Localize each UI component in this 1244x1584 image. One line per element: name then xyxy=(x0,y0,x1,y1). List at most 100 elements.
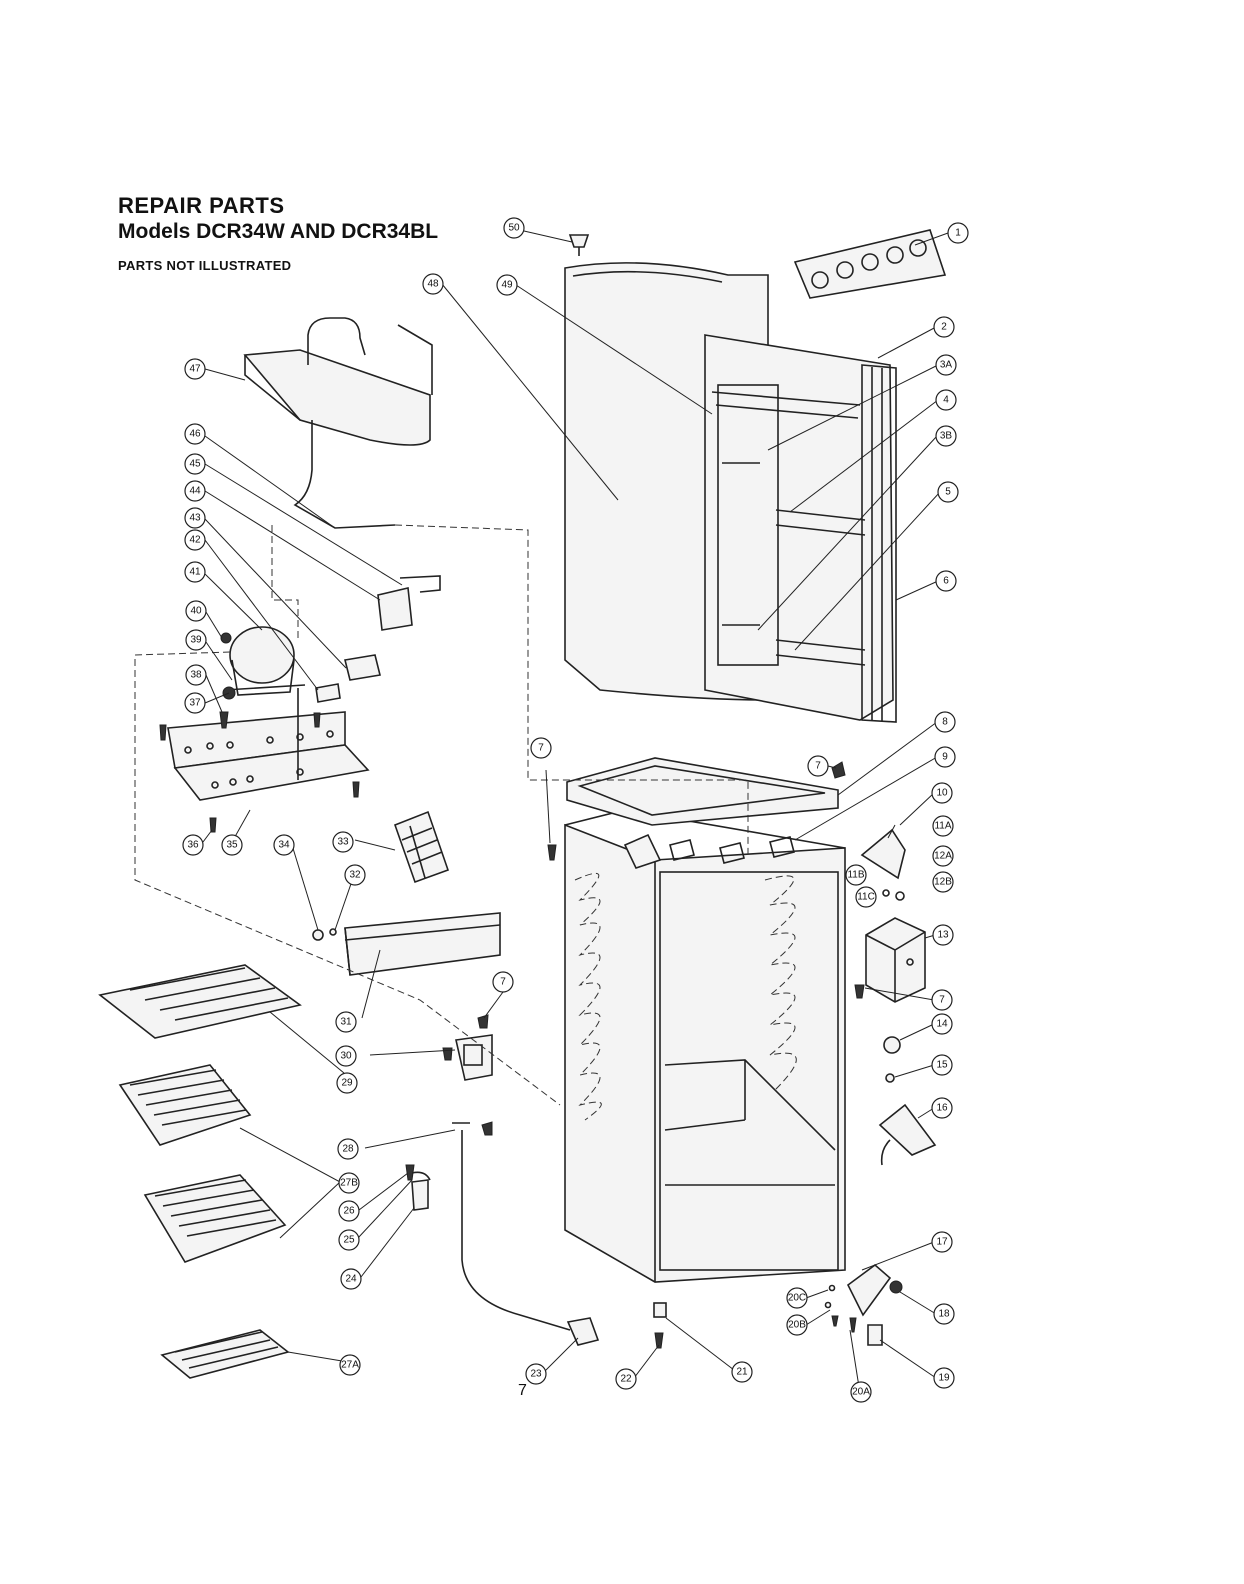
svg-text:21: 21 xyxy=(736,1367,748,1378)
drain-bracket xyxy=(455,1034,493,1081)
svg-text:18: 18 xyxy=(938,1309,950,1320)
callout-11a: 11A xyxy=(932,815,954,837)
bottom-hinge xyxy=(824,1263,903,1346)
callout-4: 4 xyxy=(935,389,957,411)
callout-35: 35 xyxy=(221,834,243,856)
svg-text:28: 28 xyxy=(342,1144,354,1155)
callout-18: 18 xyxy=(933,1303,955,1325)
clamp-25 xyxy=(411,1171,431,1181)
svg-text:6: 6 xyxy=(943,576,949,587)
callout-9: 9 xyxy=(934,746,956,768)
svg-text:36: 36 xyxy=(187,840,199,851)
overload-43 xyxy=(344,654,381,681)
screw-7d xyxy=(854,984,865,999)
svg-text:9: 9 xyxy=(942,752,948,763)
svg-text:25: 25 xyxy=(343,1235,355,1246)
svg-text:30: 30 xyxy=(340,1051,352,1062)
callout-25: 25 xyxy=(338,1229,360,1251)
svg-text:10: 10 xyxy=(936,788,948,799)
screw-22 xyxy=(654,1332,664,1349)
callout-34: 34 xyxy=(273,834,295,856)
svg-text:29: 29 xyxy=(341,1078,353,1089)
svg-text:39: 39 xyxy=(190,635,202,646)
callout-31: 31 xyxy=(335,1011,357,1033)
svg-text:3B: 3B xyxy=(940,431,953,442)
svg-text:45: 45 xyxy=(189,459,201,470)
parts-note: PARTS NOT ILLUSTRATED xyxy=(118,258,292,273)
callout-16: 16 xyxy=(931,1097,953,1119)
callout-22: 22 xyxy=(615,1368,637,1390)
callout-32: 32 xyxy=(344,864,366,886)
callout-41: 41 xyxy=(184,561,206,583)
relay-42 xyxy=(315,683,341,703)
callout-23: 23 xyxy=(525,1363,547,1385)
svg-text:44: 44 xyxy=(189,486,201,497)
screw-7a xyxy=(547,844,557,861)
svg-text:1: 1 xyxy=(955,228,961,239)
ice-cube-tray xyxy=(393,810,450,884)
svg-text:23: 23 xyxy=(530,1369,542,1380)
svg-text:31: 31 xyxy=(340,1017,352,1028)
screw-7b xyxy=(831,761,846,779)
svg-text:20C: 20C xyxy=(788,1293,806,1304)
thermostat-bracket xyxy=(860,828,906,901)
callout-12a: 12A xyxy=(932,845,954,867)
callout-21: 21 xyxy=(731,1361,753,1383)
svg-text:42: 42 xyxy=(189,535,201,546)
svg-text:35: 35 xyxy=(226,840,238,851)
callout-44: 44 xyxy=(184,480,206,502)
svg-text:34: 34 xyxy=(278,840,290,851)
svg-text:26: 26 xyxy=(343,1206,355,1217)
grommet-34 xyxy=(312,929,324,941)
callout-43: 43 xyxy=(184,507,206,529)
callout-20c: 20C xyxy=(786,1287,808,1309)
cabinet-body xyxy=(564,809,846,1283)
svg-text:12B: 12B xyxy=(934,877,952,888)
callout-46: 46 xyxy=(184,423,206,445)
svg-text:16: 16 xyxy=(936,1103,948,1114)
svg-text:7: 7 xyxy=(500,977,506,988)
top-brackets xyxy=(623,833,795,869)
callout-20a: 20A xyxy=(850,1381,872,1403)
callout-11b: 11B xyxy=(845,864,867,886)
callout-5: 5 xyxy=(937,481,959,503)
callout-2: 2 xyxy=(933,316,955,338)
svg-text:7: 7 xyxy=(538,743,544,754)
svg-text:12A: 12A xyxy=(934,851,952,862)
callout-33: 33 xyxy=(332,831,354,853)
egg-tray xyxy=(793,229,947,299)
svg-text:11B: 11B xyxy=(847,870,864,881)
callout-36: 36 xyxy=(182,834,204,856)
callout-7-top-left: 7 xyxy=(530,737,552,759)
svg-text:19: 19 xyxy=(938,1373,950,1384)
svg-text:20A: 20A xyxy=(852,1387,870,1398)
screw-7c xyxy=(477,1014,489,1029)
screw-28b xyxy=(481,1121,493,1136)
callout-7-drain: 7 xyxy=(492,971,514,993)
callout-28: 28 xyxy=(337,1138,359,1160)
callout-38: 38 xyxy=(185,664,207,686)
callout-3b: 3B xyxy=(935,425,957,447)
callout-12b: 12B xyxy=(932,871,954,893)
relay-cover-44 xyxy=(377,587,413,631)
svg-text:43: 43 xyxy=(189,513,201,524)
door-plug xyxy=(568,234,590,256)
compressor-baseplate xyxy=(159,711,370,833)
callout-42: 42 xyxy=(184,529,206,551)
callout-17: 17 xyxy=(931,1231,953,1253)
svg-text:47: 47 xyxy=(189,364,201,375)
svg-text:4: 4 xyxy=(943,395,949,406)
callout-10: 10 xyxy=(931,782,953,804)
svg-text:11A: 11A xyxy=(934,821,951,832)
callout-24: 24 xyxy=(340,1268,362,1290)
callout-1: 1 xyxy=(947,222,969,244)
svg-text:3A: 3A xyxy=(940,360,953,371)
washer-32 xyxy=(329,928,337,936)
relay-cap xyxy=(411,1179,429,1211)
callout-8: 8 xyxy=(934,711,956,733)
page-number: 7 xyxy=(518,1382,527,1399)
callout-6: 6 xyxy=(935,570,957,592)
callout-3a: 3A xyxy=(935,354,957,376)
grommet-40 xyxy=(220,632,232,644)
callout-49: 49 xyxy=(496,274,518,296)
